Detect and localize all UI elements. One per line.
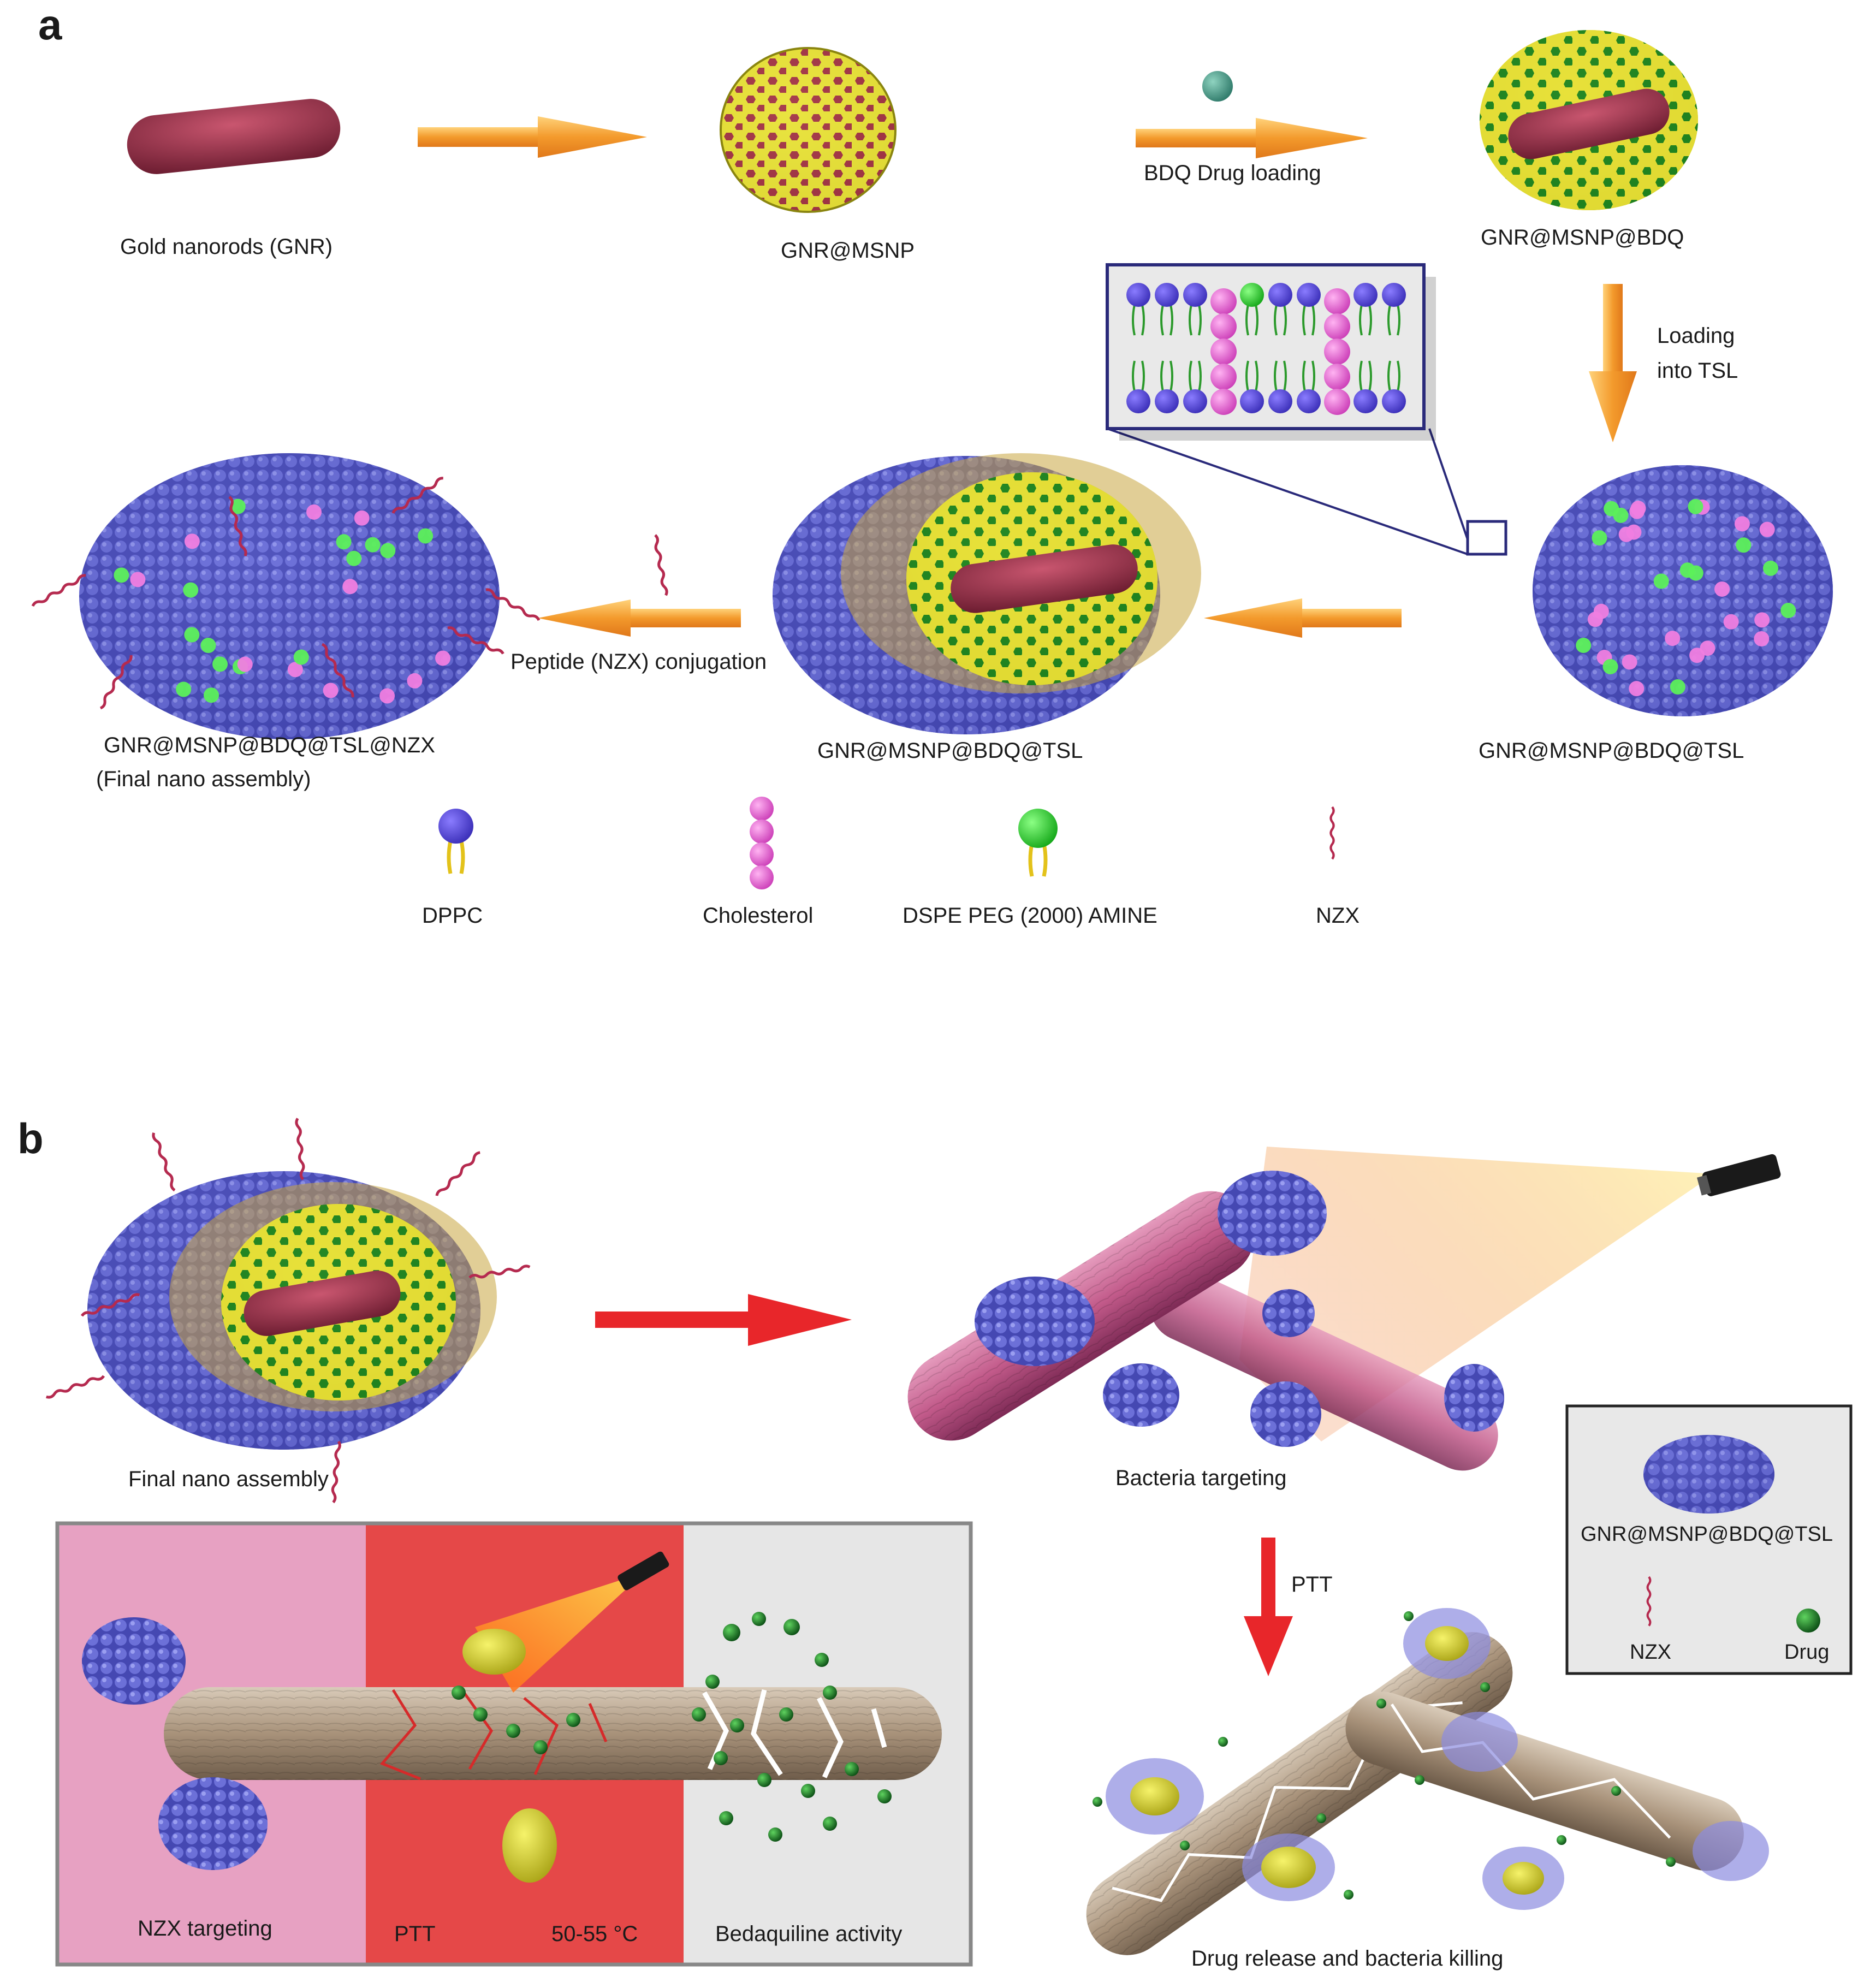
final-assembly-label: Final nano assembly	[128, 1467, 329, 1491]
step-arrow-2	[1136, 118, 1368, 158]
bacteria-targeting-label: Bacteria targeting	[1115, 1466, 1287, 1490]
step-arrow-4	[1204, 598, 1402, 638]
tsl-label-right: GNR@MSNP@BDQ@TSL	[1479, 739, 1744, 763]
tsl-particle-right-icon	[1533, 465, 1833, 716]
bacterium-back	[1150, 1270, 1498, 1471]
drug-loading-label: BDQ Drug loading	[1144, 161, 1321, 185]
bdq-label: GNR@MSNP@BDQ	[1481, 225, 1684, 250]
bound-particle	[975, 1277, 1095, 1366]
nzx-peptide-icon	[654, 535, 667, 595]
msnp-particle-icon	[720, 47, 897, 213]
gnr-label: Gold nanorods (GNR)	[120, 235, 333, 259]
inset-bedaquiline: Bedaquiline activity	[715, 1922, 902, 1946]
legend-panel-a: DPPC Cholesterol DSPE PEG (2000) AMINE N…	[422, 797, 1360, 928]
inset-nzx-targeting: NZX targeting	[138, 1916, 272, 1940]
bound-particle	[1103, 1363, 1179, 1427]
inset-ptt: PTT	[394, 1922, 436, 1946]
dppc-legend-icon	[438, 809, 473, 874]
legend-panel-b: GNR@MSNP@BDQ@TSL NZX Drug	[1565, 1404, 1853, 1675]
membrane-zoom-inset	[1106, 263, 1507, 556]
msnp-label: GNR@MSNP	[781, 239, 915, 263]
dspe-legend-icon	[1018, 809, 1058, 877]
legend-dppc: DPPC	[422, 904, 483, 928]
mechanism-inset	[55, 1521, 973, 1967]
bound-particle	[1444, 1364, 1504, 1432]
killed-bacterium-2	[1345, 1692, 1744, 1871]
inset-particle	[82, 1617, 186, 1705]
ptt-arrow-label: PTT	[1291, 1572, 1333, 1597]
tsl-label-center: GNR@MSNP@BDQ@TSL	[817, 739, 1083, 763]
loading-tsl-line2: into TSL	[1657, 359, 1738, 383]
legend-particle: GNR@MSNP@BDQ@TSL	[1581, 1523, 1833, 1546]
cholesterol-legend-icon	[750, 797, 774, 889]
legend-drug: Drug	[1784, 1641, 1829, 1664]
inset-released-core	[462, 1629, 526, 1675]
panel-b-letter: b	[17, 1114, 44, 1162]
drug-release-label: Drug release and bacteria killing	[1191, 1947, 1503, 1971]
dissociated-particle	[1693, 1821, 1769, 1881]
tsl-particle-cutaway-icon	[773, 453, 1201, 734]
bacteria-targeting-scene	[907, 1147, 1781, 1471]
inset-laser-icon	[618, 1551, 669, 1591]
step-arrow-5	[538, 600, 741, 637]
ptt-arrow	[1244, 1538, 1293, 1676]
final-assembly-cutaway-icon	[46, 1118, 530, 1503]
bound-particle	[1218, 1171, 1327, 1256]
legend-cholesterol: Cholesterol	[703, 904, 813, 928]
gold-nanorod-icon	[127, 99, 341, 174]
step-arrow-1	[418, 116, 647, 158]
drug-legend-icon	[1796, 1609, 1820, 1633]
final-label-line1: GNR@MSNP@BDQ@TSL@NZX	[104, 733, 435, 757]
panel-b: b Final nano assembly	[17, 1114, 1853, 1971]
legend-nzx: NZX	[1316, 904, 1360, 928]
bdq-drug-icon	[1202, 71, 1233, 102]
inset-temperature: 50-55 °C	[551, 1922, 638, 1946]
panel-a: a Gold nanorods (GNR) GNR@MSNP BDQ Drug …	[32, 1, 1833, 928]
inset-particle	[158, 1777, 268, 1870]
nzx-legend-icon	[1331, 807, 1333, 859]
conjugation-label: Peptide (NZX) conjugation	[510, 650, 767, 674]
step-arrow-3	[1589, 284, 1637, 442]
dissociated-particle	[1441, 1712, 1518, 1772]
inset-bacterium	[164, 1687, 942, 1781]
drug-release-scene	[1086, 1608, 1769, 1955]
legend-dspe: DSPE PEG (2000) AMINE	[903, 904, 1157, 928]
final-assembly-particle-icon	[32, 453, 540, 739]
bound-particle	[1250, 1381, 1321, 1447]
final-label-line2: (Final nano assembly)	[96, 767, 311, 791]
targeting-arrow	[595, 1294, 852, 1346]
bound-particle	[1262, 1289, 1315, 1337]
loading-tsl-line1: Loading	[1657, 324, 1735, 348]
inset-released-core	[502, 1808, 557, 1883]
legend-nzx-b: NZX	[1630, 1641, 1671, 1664]
msnp-bdq-particle-icon	[1480, 30, 1698, 210]
laser-source-icon	[1696, 1154, 1781, 1196]
panel-a-letter: a	[38, 1, 62, 49]
